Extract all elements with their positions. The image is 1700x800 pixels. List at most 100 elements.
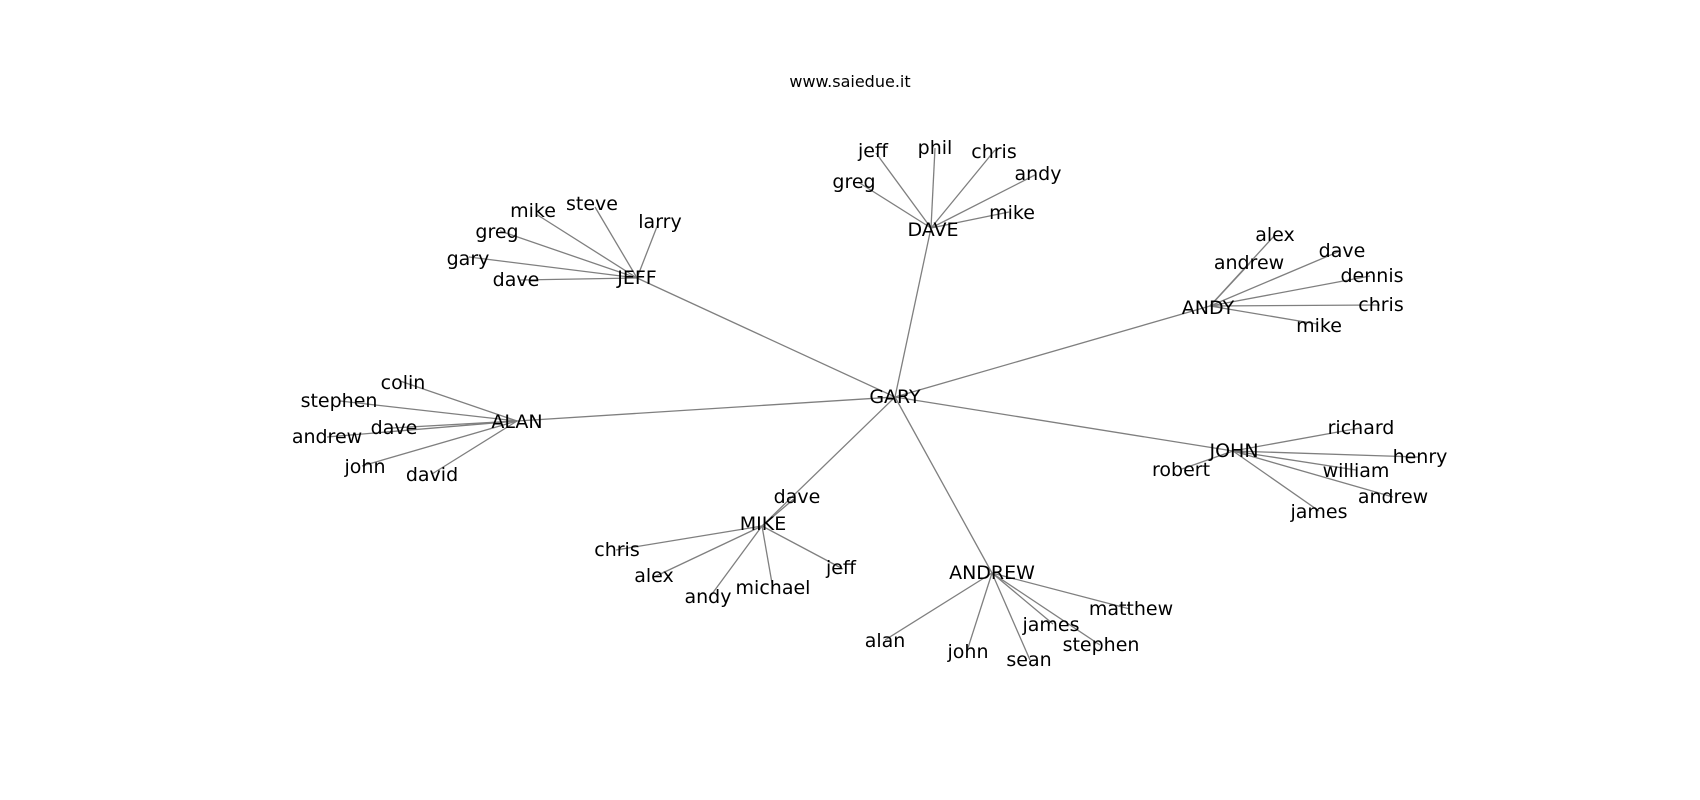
edge-dave-dave_mike	[930, 211, 1010, 229]
edge-dave-dave_jeff	[875, 152, 932, 229]
edge-john-john_james	[1232, 450, 1320, 512]
edge-john-john_william	[1232, 450, 1357, 471]
node-andy-alex: alex	[1255, 224, 1295, 246]
node-mike-andy: andy	[685, 586, 732, 608]
edge-andy-andy_andrew	[1209, 262, 1251, 307]
edge-layer	[326, 147, 1419, 661]
node-andrew-stephen: stephen	[1063, 634, 1140, 656]
edge-dave-dave_andy	[930, 174, 1036, 229]
edge-mike-mike_dave	[761, 497, 796, 527]
edge-andy-andy_dennis	[1209, 275, 1371, 307]
edge-john-john_robert	[1181, 450, 1234, 470]
node-john-henry: henry	[1393, 446, 1448, 468]
node-andy-mike: mike	[1296, 315, 1342, 337]
node-alan: ALAN	[491, 411, 542, 433]
edge-alan-alan_colin	[399, 380, 518, 422]
edge-dave-dave_chris	[930, 149, 996, 229]
edge-alan-alan_stephen	[339, 400, 518, 422]
node-mike-dave: dave	[774, 486, 821, 508]
node-alan-dave: dave	[371, 417, 418, 439]
edge-alan-alan_andrew	[326, 420, 518, 438]
edge-jeff-jeff_mike	[535, 213, 638, 279]
node-gary: GARY	[869, 386, 921, 408]
node-andy-chris: chris	[1358, 294, 1403, 316]
edge-andy-andy_mike	[1209, 305, 1318, 325]
node-dave-mike: mike	[989, 202, 1035, 224]
edge-gary-mike	[761, 396, 896, 527]
node-mike: MIKE	[740, 513, 786, 535]
edge-alan-alan_john	[361, 420, 518, 467]
edge-alan-alan_david	[431, 420, 518, 475]
edge-mike-mike_jeff	[761, 525, 844, 570]
edge-andrew-andrew_stephen	[991, 572, 1101, 646]
node-mike-alex: alex	[634, 565, 674, 587]
node-alan-stephen: stephen	[301, 390, 378, 412]
edge-andrew-andrew_sean	[991, 572, 1031, 661]
node-john-andrew: andrew	[1358, 486, 1428, 508]
node-dave-jeff: jeff	[857, 140, 889, 162]
node-andrew-john: john	[947, 641, 989, 663]
node-john-william: william	[1323, 460, 1390, 482]
page-title: www.saiedue.it	[789, 72, 911, 91]
node-dave-phil: phil	[918, 137, 953, 159]
node-jeff-steve: steve	[566, 193, 618, 215]
node-andy-dave: dave	[1319, 240, 1366, 262]
node-john-robert: robert	[1152, 459, 1210, 481]
node-andrew-alan: alan	[865, 630, 906, 652]
edge-dave-dave_greg	[857, 181, 932, 229]
node-andy-dennis: dennis	[1340, 265, 1403, 287]
edge-john-john_andrew	[1232, 450, 1394, 498]
node-alan-andrew: andrew	[292, 426, 362, 448]
edge-andy-andy_dave	[1209, 250, 1341, 307]
node-mike-jeff: jeff	[825, 557, 857, 579]
edge-andrew-andrew_james	[991, 572, 1054, 625]
edge-dave-dave_phil	[930, 147, 936, 229]
node-alan-david: david	[406, 464, 458, 486]
node-jeff-mike: mike	[510, 200, 556, 222]
node-mike-michael: michael	[736, 577, 811, 599]
edge-gary-andy	[894, 305, 1211, 398]
node-andrew-james: james	[1021, 614, 1079, 636]
node-dave-greg: greg	[832, 171, 875, 193]
edge-andrew-andrew_alan	[884, 572, 993, 641]
node-andrew: ANDREW	[949, 562, 1035, 584]
node-john: JOHN	[1208, 440, 1258, 462]
edge-jeff-jeff_gary	[468, 256, 638, 279]
node-alan-colin: colin	[381, 372, 426, 394]
edge-john-john_henry	[1232, 450, 1419, 458]
edge-andrew-andrew_john	[966, 572, 993, 652]
edge-jeff-jeff_steve	[594, 206, 638, 279]
edge-jeff-jeff_dave	[519, 277, 638, 281]
node-jeff-greg: greg	[475, 221, 518, 243]
node-andrew-matthew: matthew	[1089, 598, 1173, 620]
edge-gary-jeff	[636, 277, 896, 398]
node-mike-chris: chris	[594, 539, 639, 561]
node-alan-john: john	[344, 456, 386, 478]
node-jeff-dave: dave	[493, 269, 540, 291]
node-dave: DAVE	[907, 219, 958, 241]
node-jeff: JEFF	[616, 267, 656, 289]
edge-jeff-jeff_greg	[499, 230, 638, 279]
node-dave-chris: chris	[971, 141, 1016, 163]
node-john-james: james	[1289, 501, 1347, 523]
edge-gary-andrew	[894, 396, 993, 574]
edge-mike-mike_alex	[653, 525, 763, 578]
edge-mike-mike_michael	[761, 525, 774, 590]
node-andy: ANDY	[1182, 297, 1235, 319]
node-jeff-gary: gary	[447, 248, 490, 270]
edge-mike-mike_chris	[615, 525, 763, 551]
edge-gary-john	[894, 396, 1234, 452]
node-jeff-larry: larry	[638, 211, 681, 233]
edge-gary-alan	[516, 396, 896, 422]
node-dave-andy: andy	[1015, 163, 1062, 185]
edge-gary-dave	[894, 227, 932, 398]
node-john-richard: richard	[1328, 417, 1395, 439]
edge-mike-mike_andy	[708, 525, 763, 599]
node-andrew-sean: sean	[1006, 649, 1051, 671]
edge-john-john_richard	[1232, 427, 1361, 452]
node-andy-andrew: andrew	[1214, 252, 1284, 274]
edge-andrew-andrew_matthew	[991, 572, 1131, 610]
edge-jeff-jeff_larry	[636, 223, 659, 279]
